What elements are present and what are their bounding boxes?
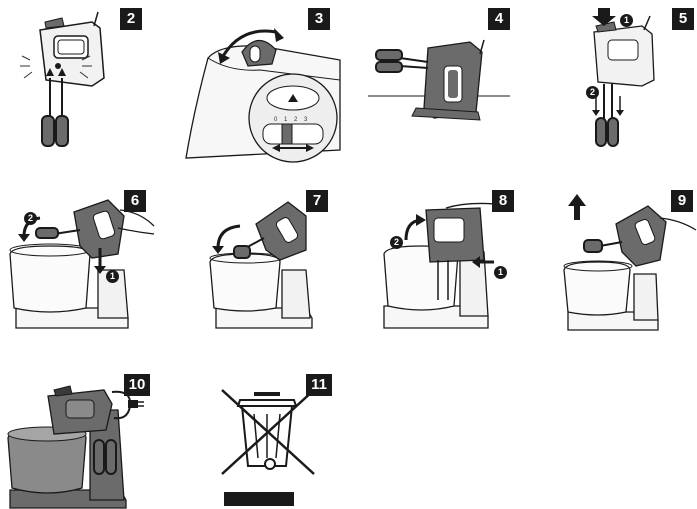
callout-marker: 2 <box>586 86 599 99</box>
step-number-badge: 6 <box>124 190 146 212</box>
release-lever-illustration <box>376 190 526 340</box>
step-4-panel: 4 <box>360 0 518 160</box>
step-number-badge: 10 <box>124 374 150 396</box>
lift-mixer-illustration <box>556 190 697 340</box>
solid-bar <box>224 492 294 506</box>
step-8-panel: 2 1 8 <box>376 190 526 340</box>
step-10-panel: 10 <box>0 370 160 509</box>
step-number-badge: 7 <box>306 190 328 212</box>
step-number-badge: 8 <box>492 190 514 212</box>
step-3-panel: 0 1 2 3 3 <box>180 0 345 160</box>
step-11-panel: 11 <box>210 370 340 509</box>
callout-marker: 1 <box>494 266 507 279</box>
callout-marker: 1 <box>620 14 633 27</box>
step-6-panel: 2 1 6 <box>0 190 158 340</box>
step-2-panel: 2 <box>0 0 145 160</box>
attach-to-stand-illustration <box>0 190 158 340</box>
step-number-badge: 5 <box>672 8 694 30</box>
step-5-panel: 1 2 5 <box>560 0 697 160</box>
step-7-panel: 7 <box>196 190 336 340</box>
step-number-badge: 3 <box>308 8 330 30</box>
callout-marker: 1 <box>106 270 119 283</box>
step-number-badge: 9 <box>671 190 693 212</box>
step-number-badge: 11 <box>306 374 332 396</box>
step-number-badge: 4 <box>488 8 510 30</box>
callout-marker: 2 <box>24 212 37 225</box>
step-9-panel: 9 <box>556 190 697 340</box>
step-number-badge: 2 <box>120 8 142 30</box>
callout-marker: 2 <box>390 236 403 249</box>
tilt-mixer-down-illustration <box>196 190 336 340</box>
